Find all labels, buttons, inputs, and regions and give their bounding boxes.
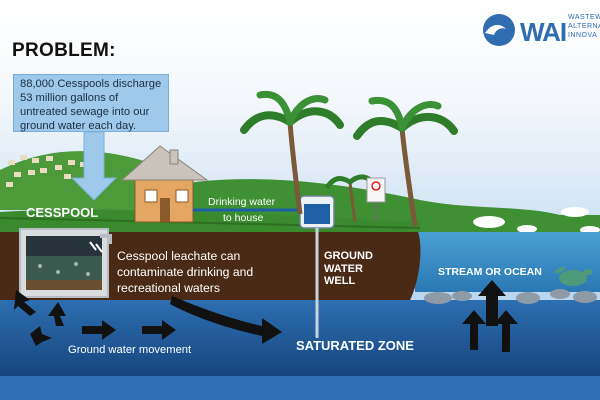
well: [299, 195, 335, 338]
problem-callout: 88,000 Cesspools discharge 53 million ga…: [13, 74, 169, 132]
shore-rocks: [424, 289, 597, 304]
bottom-bar: [0, 376, 600, 400]
drinking-water-label-2: to house: [223, 212, 264, 224]
house: [120, 145, 209, 223]
stream-ocean-label: STREAM OR OCEAN: [438, 266, 542, 278]
logo-subtitle-1: WASTEW: [568, 14, 600, 21]
leachate-label: Cesspool leachate can contaminate drinki…: [117, 249, 254, 295]
ground-water-movement-label: Ground water movement: [68, 344, 192, 356]
logo-wordmark: WAI: [520, 17, 567, 47]
saturated-zone-label: SATURATED ZONE: [296, 338, 414, 353]
ground-water-well-label: GROUND WATER WELL: [324, 250, 373, 287]
flow-arrows: [14, 280, 518, 352]
wave-logo-icon: [483, 14, 515, 46]
cesspool-label: CESSPOOL: [26, 205, 99, 220]
callout-arrow: [70, 131, 118, 201]
cesspool-tank: [19, 228, 112, 298]
saturated-zone: [0, 300, 600, 376]
sea-turtle: [554, 266, 593, 286]
palm-trees: [240, 90, 458, 227]
wai-logo: WAI WASTEW ALTERNAT INNOVA: [482, 11, 600, 51]
logo-subtitle-3: INNOVA: [568, 32, 598, 39]
problem-title: PROBLEM:: [12, 40, 116, 61]
drinking-water-label-1: Drinking water: [208, 196, 276, 208]
logo-subtitle-2: ALTERNAT: [568, 23, 600, 30]
warning-sign: [366, 177, 386, 222]
